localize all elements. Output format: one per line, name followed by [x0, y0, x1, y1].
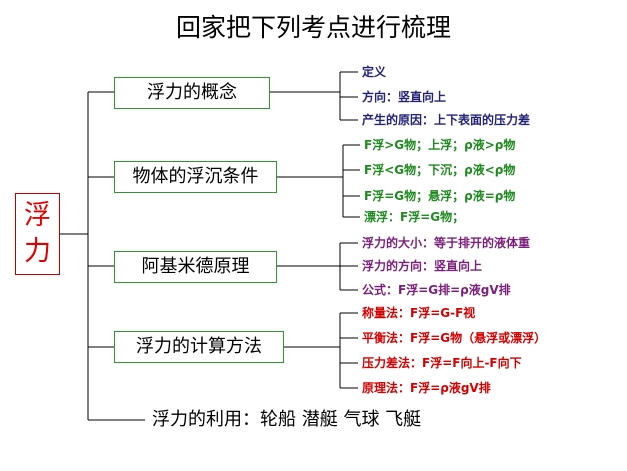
leaf-suspend: F浮=G物；悬浮；ρ液=ρ物 [364, 189, 516, 203]
root-node: 浮 力 [15, 193, 60, 275]
leaf-formula: 公式：F浮=G排=ρ液gV排 [362, 283, 511, 297]
applications-text: 浮力的利用：轮船 潜艇 气球 飞艇 [152, 409, 422, 430]
leaf-buoyancy-direction: 浮力的方向：竖直向上 [362, 259, 483, 273]
leaf-sink: F浮<G物；下沉；ρ液<ρ物 [364, 163, 516, 177]
leaf-rise: F浮>G物；上浮；ρ液>ρ物 [364, 138, 516, 152]
root-label-line1: 浮 [24, 200, 51, 231]
leaf-principle-method: 原理法：F浮=ρ液gV排 [362, 381, 491, 395]
leaf-cause: 产生的原因：上下表面的压力差 [362, 113, 531, 127]
leaf-balance-method: 平衡法：F浮=G物（悬浮或漂浮） [362, 331, 547, 345]
leaf-weighing-method: 称量法：F浮=G-F视 [362, 306, 476, 320]
category-concept: 浮力的概念 [114, 77, 270, 109]
leaf-float: 漂浮：F浮=G物； [364, 210, 465, 224]
leaf-direction: 方向：竖直向上 [362, 90, 447, 104]
category-calculation-methods: 浮力的计算方法 [114, 331, 284, 363]
leaf-buoyancy-magnitude: 浮力的大小：等于排开的液体重 [362, 236, 531, 250]
page-title: 回家把下列考点进行梳理 [175, 13, 451, 42]
leaf-definition: 定义 [362, 65, 387, 79]
category-archimedes-principle: 阿基米德原理 [114, 251, 277, 283]
root-label-line2: 力 [24, 236, 51, 267]
category-sink-float-conditions: 物体的浮沉条件 [114, 161, 277, 193]
leaf-pressure-difference-method: 压力差法：F浮=F向上-F向下 [362, 356, 522, 370]
